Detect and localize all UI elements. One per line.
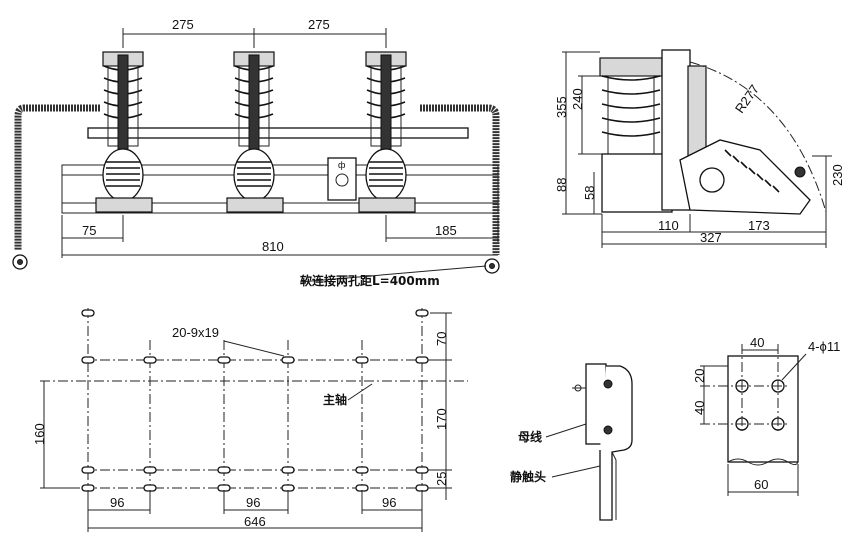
dim-top: 70 <box>434 332 449 346</box>
dim-spring-height: 230 <box>830 164 845 186</box>
hole-spec: 4-ϕ11 <box>808 339 840 354</box>
pole-3 <box>358 51 416 213</box>
mounting-slots <box>81 309 429 492</box>
dim-base-width-b: 173 <box>748 218 770 233</box>
label-main-shaft: 主轴 <box>323 392 347 407</box>
dim-overall: 646 <box>244 514 266 529</box>
label-busbar: 母线 <box>518 429 542 444</box>
dim-spacing-2: 96 <box>246 495 260 510</box>
pole-2 <box>226 51 284 213</box>
side-view: R277 355 240 88 58 230 110 173 327 <box>554 49 845 248</box>
dim-width-top: 40 <box>750 335 764 350</box>
dim-radius: R277 <box>732 82 762 116</box>
dim-width-bottom: 60 <box>754 477 768 492</box>
dim-pitch-right: 275 <box>308 17 330 32</box>
dim-overall-width: 810 <box>262 239 284 254</box>
dim-right-offset: 185 <box>435 223 457 238</box>
mounting-plan: 20-9x19 主轴 160 70 170 25 96 96 96 646 <box>32 308 468 532</box>
front-view: ф 275 275 75 185 810 软连接两孔距L=400mm <box>12 17 500 288</box>
slot-spec: 20-9x19 <box>172 325 219 340</box>
dim-spacing-1: 96 <box>110 495 124 510</box>
swing-arc <box>689 61 827 213</box>
static-contact <box>599 365 633 521</box>
svg-text:ф: ф <box>338 160 346 170</box>
dim-insulator-height: 240 <box>570 88 585 110</box>
dim-base-overall: 327 <box>700 230 722 245</box>
dim-spacing-3: 96 <box>382 495 396 510</box>
dim-base-inner: 58 <box>582 186 597 200</box>
dim-total-height: 355 <box>554 96 569 118</box>
spring <box>724 149 780 193</box>
main-shaft-bar <box>87 127 469 139</box>
dim-pitch-left: 275 <box>172 17 194 32</box>
flexible-link-left <box>14 104 100 250</box>
side-insulator <box>601 75 661 137</box>
dim-left-offset: 75 <box>82 223 96 238</box>
note-flexible-link: 软连接两孔距L=400mm <box>300 273 440 288</box>
hole-detail: 40 4-ϕ11 20 40 60 <box>692 335 840 496</box>
operating-mechanism <box>679 139 811 215</box>
dim-middle: 170 <box>434 408 449 430</box>
dim-height-left: 160 <box>32 423 47 445</box>
dim-v-small: 20 <box>692 369 707 383</box>
dim-v-large: 40 <box>692 401 707 415</box>
side-base <box>601 153 673 213</box>
label-static-contact: 静触头 <box>510 469 546 484</box>
pole-1 <box>95 51 153 213</box>
terminal-plate <box>727 355 799 463</box>
indicator-plate <box>327 157 357 201</box>
contact-detail: 母线 静触头 <box>510 363 633 521</box>
dim-bottom: 25 <box>434 472 449 486</box>
dim-base-height: 88 <box>554 178 569 192</box>
dim-base-width-a: 110 <box>658 218 679 233</box>
